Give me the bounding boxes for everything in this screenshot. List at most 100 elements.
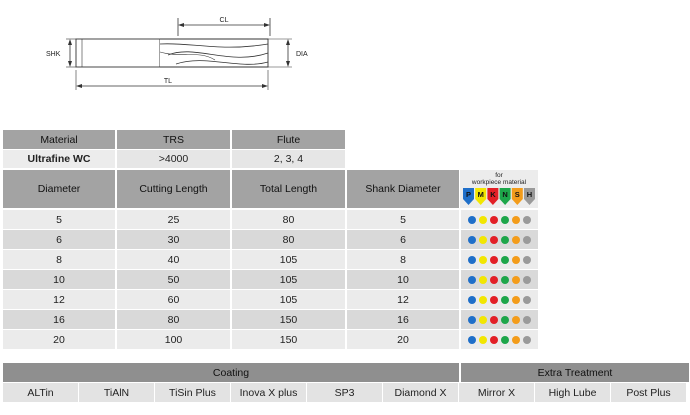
material-dot-s xyxy=(512,215,520,224)
cell-material-suitability xyxy=(461,310,538,329)
cell-total-length: 105 xyxy=(232,270,345,289)
cell-cutting-length: 60 xyxy=(117,290,230,309)
material-dot-s xyxy=(512,295,520,304)
material-dot-p xyxy=(468,215,476,224)
cell-total-length: 150 xyxy=(232,330,345,349)
svg-text:N: N xyxy=(502,190,507,199)
coating-header: Coating xyxy=(3,363,459,382)
material-dot-m xyxy=(479,235,487,244)
material-dot-n xyxy=(501,315,509,324)
cell-cutting-length: 100 xyxy=(117,330,230,349)
material-dot-s xyxy=(512,315,520,324)
cell-shank-diameter: 6 xyxy=(347,230,459,249)
extra-option: Mirror X xyxy=(459,383,534,402)
material-dot-n xyxy=(501,295,509,304)
cell-cutting-length: 40 xyxy=(117,250,230,269)
material-dot-m xyxy=(479,255,487,264)
cell-diameter: 8 xyxy=(3,250,115,269)
material-dot-m xyxy=(479,335,487,344)
cell-cutting-length: 25 xyxy=(117,210,230,229)
material-dot-n xyxy=(501,255,509,264)
cell-shank-diameter: 10 xyxy=(347,270,459,289)
material-dot-h xyxy=(523,335,531,344)
material-dot-p xyxy=(468,335,476,344)
extra-option: Post Plus xyxy=(611,383,686,402)
extra-option: High Lube xyxy=(535,383,610,402)
cell-cutting-length: 80 xyxy=(117,310,230,329)
cell-total-length: 150 xyxy=(232,310,345,329)
cell-diameter: 12 xyxy=(3,290,115,309)
material-dot-n xyxy=(501,335,509,344)
cell-material-suitability xyxy=(461,290,538,309)
cell-material-suitability xyxy=(461,270,538,289)
material-dot-h xyxy=(523,295,531,304)
material-tag-p: P xyxy=(463,188,474,205)
material-dot-k xyxy=(490,315,498,324)
material-dot-h xyxy=(523,315,531,324)
cl-label: CL xyxy=(220,17,229,24)
material-dot-k xyxy=(490,235,498,244)
material-tag-h: H xyxy=(524,188,535,205)
cell-shank-diameter: 20 xyxy=(347,330,459,349)
cell-material-suitability xyxy=(461,330,538,349)
material-dot-h xyxy=(523,255,531,264)
material-dot-p xyxy=(468,275,476,284)
end-mill-diagram: CL SHK DIA TL xyxy=(46,17,308,90)
svg-text:M: M xyxy=(478,190,484,199)
coating-option: SP3 xyxy=(307,383,382,402)
cell-total-length: 80 xyxy=(232,230,345,249)
shk-label: SHK xyxy=(46,51,61,58)
cell-shank-diameter: 12 xyxy=(347,290,459,309)
cell-diameter: 6 xyxy=(3,230,115,249)
header-total-length: Total Length xyxy=(232,170,345,208)
svg-text:K: K xyxy=(490,190,496,199)
material-dot-s xyxy=(512,275,520,284)
material-dot-p xyxy=(468,235,476,244)
cell-diameter: 10 xyxy=(3,270,115,289)
material-tag-m: M xyxy=(475,188,487,205)
material-dot-k xyxy=(490,215,498,224)
extra-treatment-header: Extra Treatment xyxy=(461,363,689,382)
cell-cutting-length: 50 xyxy=(117,270,230,289)
cell-cutting-length: 30 xyxy=(117,230,230,249)
spec-value-material: Ultrafine WC xyxy=(3,150,115,168)
material-dot-h xyxy=(523,235,531,244)
coating-option: ALTin xyxy=(3,383,78,402)
material-dot-h xyxy=(523,215,531,224)
header-shank-diameter: Shank Diameter xyxy=(347,170,459,208)
svg-text:S: S xyxy=(515,190,520,199)
material-dot-m xyxy=(479,295,487,304)
coating-option: Inova X plus xyxy=(231,383,306,402)
material-dot-p xyxy=(468,255,476,264)
coating-option: TiSin Plus xyxy=(155,383,230,402)
cell-diameter: 5 xyxy=(3,210,115,229)
spec-header-material: Material xyxy=(3,130,115,149)
spec-value-trs: >4000 xyxy=(117,150,230,168)
cell-total-length: 80 xyxy=(232,210,345,229)
spec-header-trs: TRS xyxy=(117,130,230,149)
material-dot-m xyxy=(479,275,487,284)
material-dot-m xyxy=(479,215,487,224)
material-dot-p xyxy=(468,315,476,324)
cell-material-suitability xyxy=(461,230,538,249)
material-tag-s: S xyxy=(511,188,523,205)
material-dot-s xyxy=(512,335,520,344)
material-dot-n xyxy=(501,275,509,284)
svg-text:P: P xyxy=(466,190,471,199)
header-cutting-length: Cutting Length xyxy=(117,170,230,208)
material-tag-n: N xyxy=(499,188,511,205)
dia-label: DIA xyxy=(296,51,308,58)
material-dot-k xyxy=(490,255,498,264)
cell-total-length: 105 xyxy=(232,290,345,309)
material-tag-k: K xyxy=(487,188,499,205)
cell-shank-diameter: 8 xyxy=(347,250,459,269)
cell-shank-diameter: 16 xyxy=(347,310,459,329)
svg-text:H: H xyxy=(527,190,532,199)
material-dot-h xyxy=(523,275,531,284)
spec-value-flute: 2, 3, 4 xyxy=(232,150,345,168)
cell-material-suitability xyxy=(461,210,538,229)
material-dot-m xyxy=(479,315,487,324)
